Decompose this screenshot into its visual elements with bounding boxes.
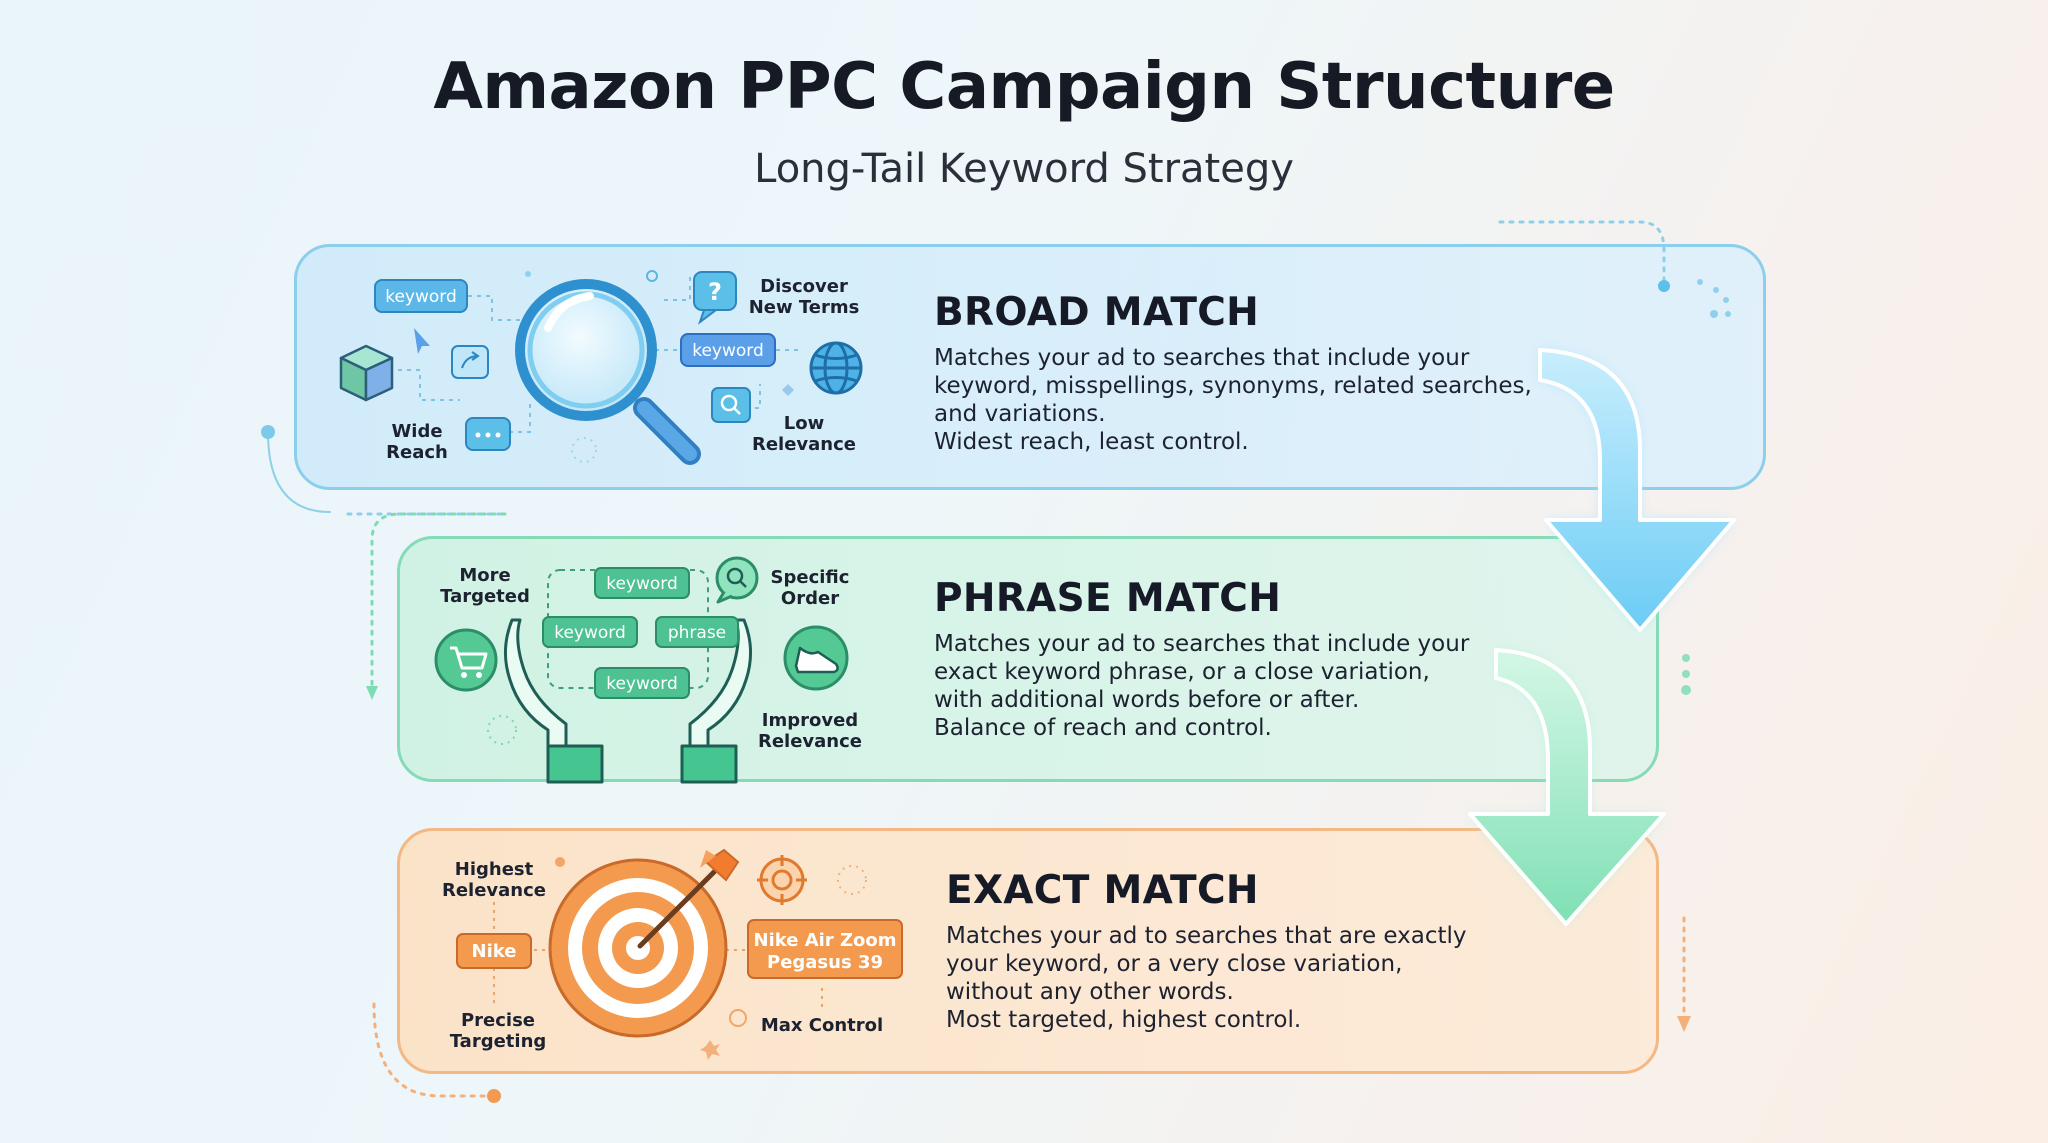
phrase-desc-line-2: exact keyword phrase, or a close variati… (934, 659, 1430, 685)
phrase-desc-line-3: with additional words before or after. (934, 687, 1360, 713)
phrase-label-specific-1: Specific (771, 567, 850, 588)
exact-illustration: Nike Nike Air Zoom Pegasus 39 Highest Re… (442, 848, 903, 1060)
broad-label-discover-1: Discover (760, 276, 848, 297)
phrase-label-improved-1: Improved (762, 710, 858, 731)
broad-desc-line-1: Matches your ad to searches that include… (934, 345, 1470, 371)
phrase-label-specific-2: Order (781, 588, 839, 609)
phrase-label-improved-2: Relevance (758, 731, 862, 752)
connector-dot (261, 425, 275, 439)
broad-desc-line-4: Widest reach, least control. (934, 429, 1249, 455)
broad-keyword-chip-2: keyword (680, 333, 776, 367)
phrase-chip-1-text: keyword (606, 574, 678, 594)
sparkle-dots (1697, 279, 1731, 318)
exact-desc-line-4: Most targeted, highest control. (946, 1007, 1302, 1033)
cart-icon (434, 628, 498, 692)
broad-label-wide-1: Wide (391, 421, 442, 442)
exact-desc-line-2: your keyword, or a very close variation, (946, 951, 1403, 977)
crosshair-icon (757, 855, 807, 905)
exact-label-precise-1: Precise (461, 1010, 535, 1031)
phrase-match-panel (397, 536, 1659, 782)
phrase-label-more-1: More (459, 565, 510, 586)
hands-icon (504, 618, 752, 784)
phrase-to-exact-arrow (1468, 648, 1666, 926)
magnifier-icon (515, 279, 701, 465)
exact-label-max-control: Max Control (761, 1015, 883, 1036)
svg-text:?: ? (708, 278, 722, 306)
broad-illustration: keyword keyword ? (339, 270, 863, 465)
exact-product-chip-line-2: Pegasus 39 (767, 952, 883, 973)
broad-desc-line-2: keyword, misspellings, synonyms, related… (934, 373, 1532, 399)
exact-label-highest-1: Highest (455, 859, 534, 880)
exact-desc-line-3: without any other words. (946, 979, 1234, 1005)
broad-match-heading: BROAD MATCH (934, 290, 1260, 335)
dotted-connectors (267, 220, 1686, 1098)
phrase-chip-2-text: keyword (554, 623, 626, 643)
exact-label-precise-2: Targeting (450, 1031, 547, 1052)
search-bubble-icon (715, 556, 759, 604)
exact-match-description: Matches your ad to searches that are exa… (946, 922, 1467, 1034)
broad-label-low-1: Low (784, 413, 824, 434)
cursor-icon (414, 328, 430, 354)
phrase-keyword-chip-2: keyword (542, 616, 638, 648)
broad-keyword-chip-1-text: keyword (385, 287, 457, 307)
page-subtitle: Long-Tail Keyword Strategy (754, 146, 1294, 192)
connector-dot (1658, 280, 1670, 292)
phrase-chip-3-text: phrase (668, 623, 726, 643)
exact-product-chip: Nike Air Zoom Pegasus 39 (747, 919, 903, 979)
connector-arrowhead (366, 686, 378, 700)
question-bubble-icon: ? (693, 271, 737, 325)
share-icon (451, 345, 489, 379)
broad-desc-line-3: and variations. (934, 401, 1106, 427)
exact-brand-chip-text: Nike (472, 941, 517, 962)
phrase-keyword-chip-3: keyword (594, 667, 690, 699)
sparkle-dots (1681, 654, 1691, 695)
shoe-icon (783, 625, 849, 691)
connector-dot (487, 1089, 501, 1103)
connector-arrowhead (1677, 1016, 1691, 1032)
broad-match-description: Matches your ad to searches that include… (934, 344, 1532, 456)
broad-label-wide-2: Reach (386, 442, 448, 463)
phrase-keyword-chip-1: keyword (594, 567, 690, 599)
phrase-match-description: Matches your ad to searches that include… (934, 630, 1469, 742)
box-icon (339, 344, 394, 402)
broad-label-low-2: Relevance (752, 434, 856, 455)
exact-brand-chip: Nike (456, 933, 532, 969)
phrase-chip-4-text: keyword (606, 674, 678, 694)
exact-product-chip-line-1: Nike Air Zoom (754, 930, 897, 951)
page-title: Amazon PPC Campaign Structure (433, 50, 1615, 124)
search-small-icon (711, 387, 751, 423)
phrase-illustration: keyword keyword phrase keyword (434, 556, 862, 784)
broad-keyword-chip-2-text: keyword (692, 341, 764, 361)
exact-label-highest-2: Relevance (442, 880, 546, 901)
broad-label-discover-2: New Terms (749, 297, 860, 318)
exact-desc-line-1: Matches your ad to searches that are exa… (946, 923, 1467, 949)
globe-icon (809, 341, 863, 395)
phrase-match-heading: PHRASE MATCH (934, 576, 1282, 621)
phrase-label-more-2: Targeted (440, 586, 530, 607)
phrase-desc-line-4: Balance of reach and control. (934, 715, 1272, 741)
broad-keyword-chip-1: keyword (374, 279, 468, 313)
chat-dots-icon (465, 417, 511, 451)
exact-match-heading: EXACT MATCH (946, 868, 1259, 913)
broad-to-phrase-arrow (1538, 348, 1736, 632)
phrase-phrase-chip: phrase (655, 616, 739, 648)
phrase-desc-line-1: Matches your ad to searches that include… (934, 631, 1470, 657)
target-icon (548, 848, 740, 1038)
